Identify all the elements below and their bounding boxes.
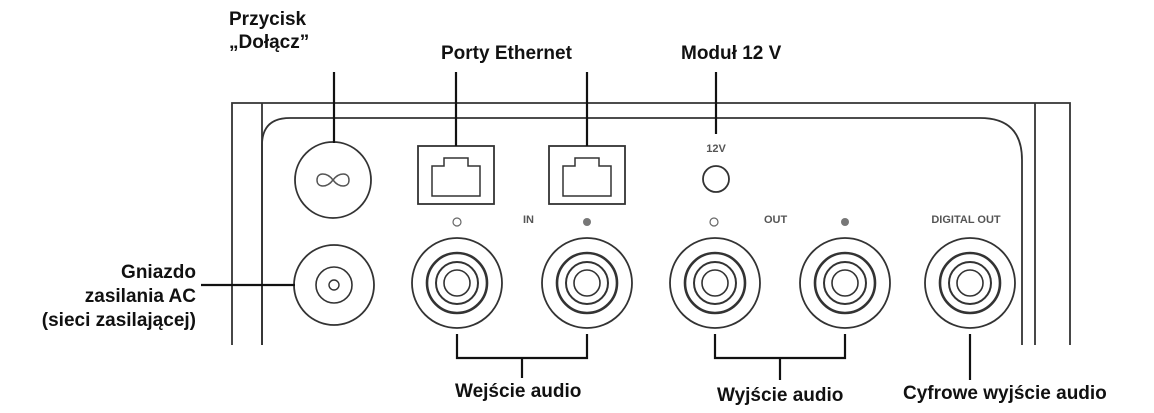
- bracket-audio-in: [455, 334, 589, 378]
- callout-join-button: Przycisk „Dołącz”: [229, 8, 309, 54]
- bracket-audio-out: [713, 334, 847, 380]
- indicator-in-right: [583, 218, 591, 226]
- callout-ac-line-1: Gniazdo: [121, 262, 196, 283]
- label-out: OUT: [764, 214, 788, 226]
- label-12v: 12V: [706, 143, 726, 155]
- label-digital-out: DIGITAL OUT: [931, 214, 1001, 226]
- panel-outline: [231, 102, 1071, 345]
- ac-power-socket[interactable]: [293, 244, 375, 326]
- ethernet-port-2[interactable]: [548, 145, 626, 205]
- callout-ac-line-2: zasilania AC: [84, 286, 196, 307]
- module-12v-socket[interactable]: [702, 165, 730, 193]
- rca-jack-in-left[interactable]: [411, 237, 503, 329]
- indicator-in-left: [452, 217, 462, 227]
- rca-jack-in-right[interactable]: [541, 237, 633, 329]
- leader-lines: [201, 72, 972, 380]
- rj45-port-icon: [431, 157, 481, 197]
- rca-jack-digital-out[interactable]: [924, 237, 1016, 329]
- indicator-out-right: [841, 218, 849, 226]
- callout-join-line-1: Przycisk: [229, 9, 307, 30]
- callout-ac-line-3: (sieci zasilającej): [41, 310, 196, 331]
- infinity-icon: [316, 173, 350, 187]
- rj45-port-icon: [562, 157, 612, 197]
- callout-ac-power: Gniazdo zasilania AC (sieci zasilającej): [42, 261, 196, 333]
- rca-jack-out-right[interactable]: [799, 237, 891, 329]
- leader-ethernet: [454, 72, 589, 146]
- callout-join-line-2: „Dołącz”: [229, 32, 310, 53]
- callout-digital-out: Cyfrowe wyjście audio: [903, 383, 1107, 404]
- indicator-out-left: [709, 217, 719, 227]
- rca-jack-out-left[interactable]: [669, 237, 761, 329]
- ethernet-port-1[interactable]: [417, 145, 495, 205]
- callout-ethernet-ports: Porty Ethernet: [441, 43, 572, 64]
- callout-audio-out: Wyjście audio: [717, 385, 844, 406]
- panel-rounded-body: [261, 117, 1023, 345]
- join-button[interactable]: [294, 141, 372, 219]
- callout-audio-in: Wejście audio: [455, 381, 582, 402]
- label-in: IN: [523, 214, 534, 226]
- callout-module-12v: Moduł 12 V: [681, 43, 782, 64]
